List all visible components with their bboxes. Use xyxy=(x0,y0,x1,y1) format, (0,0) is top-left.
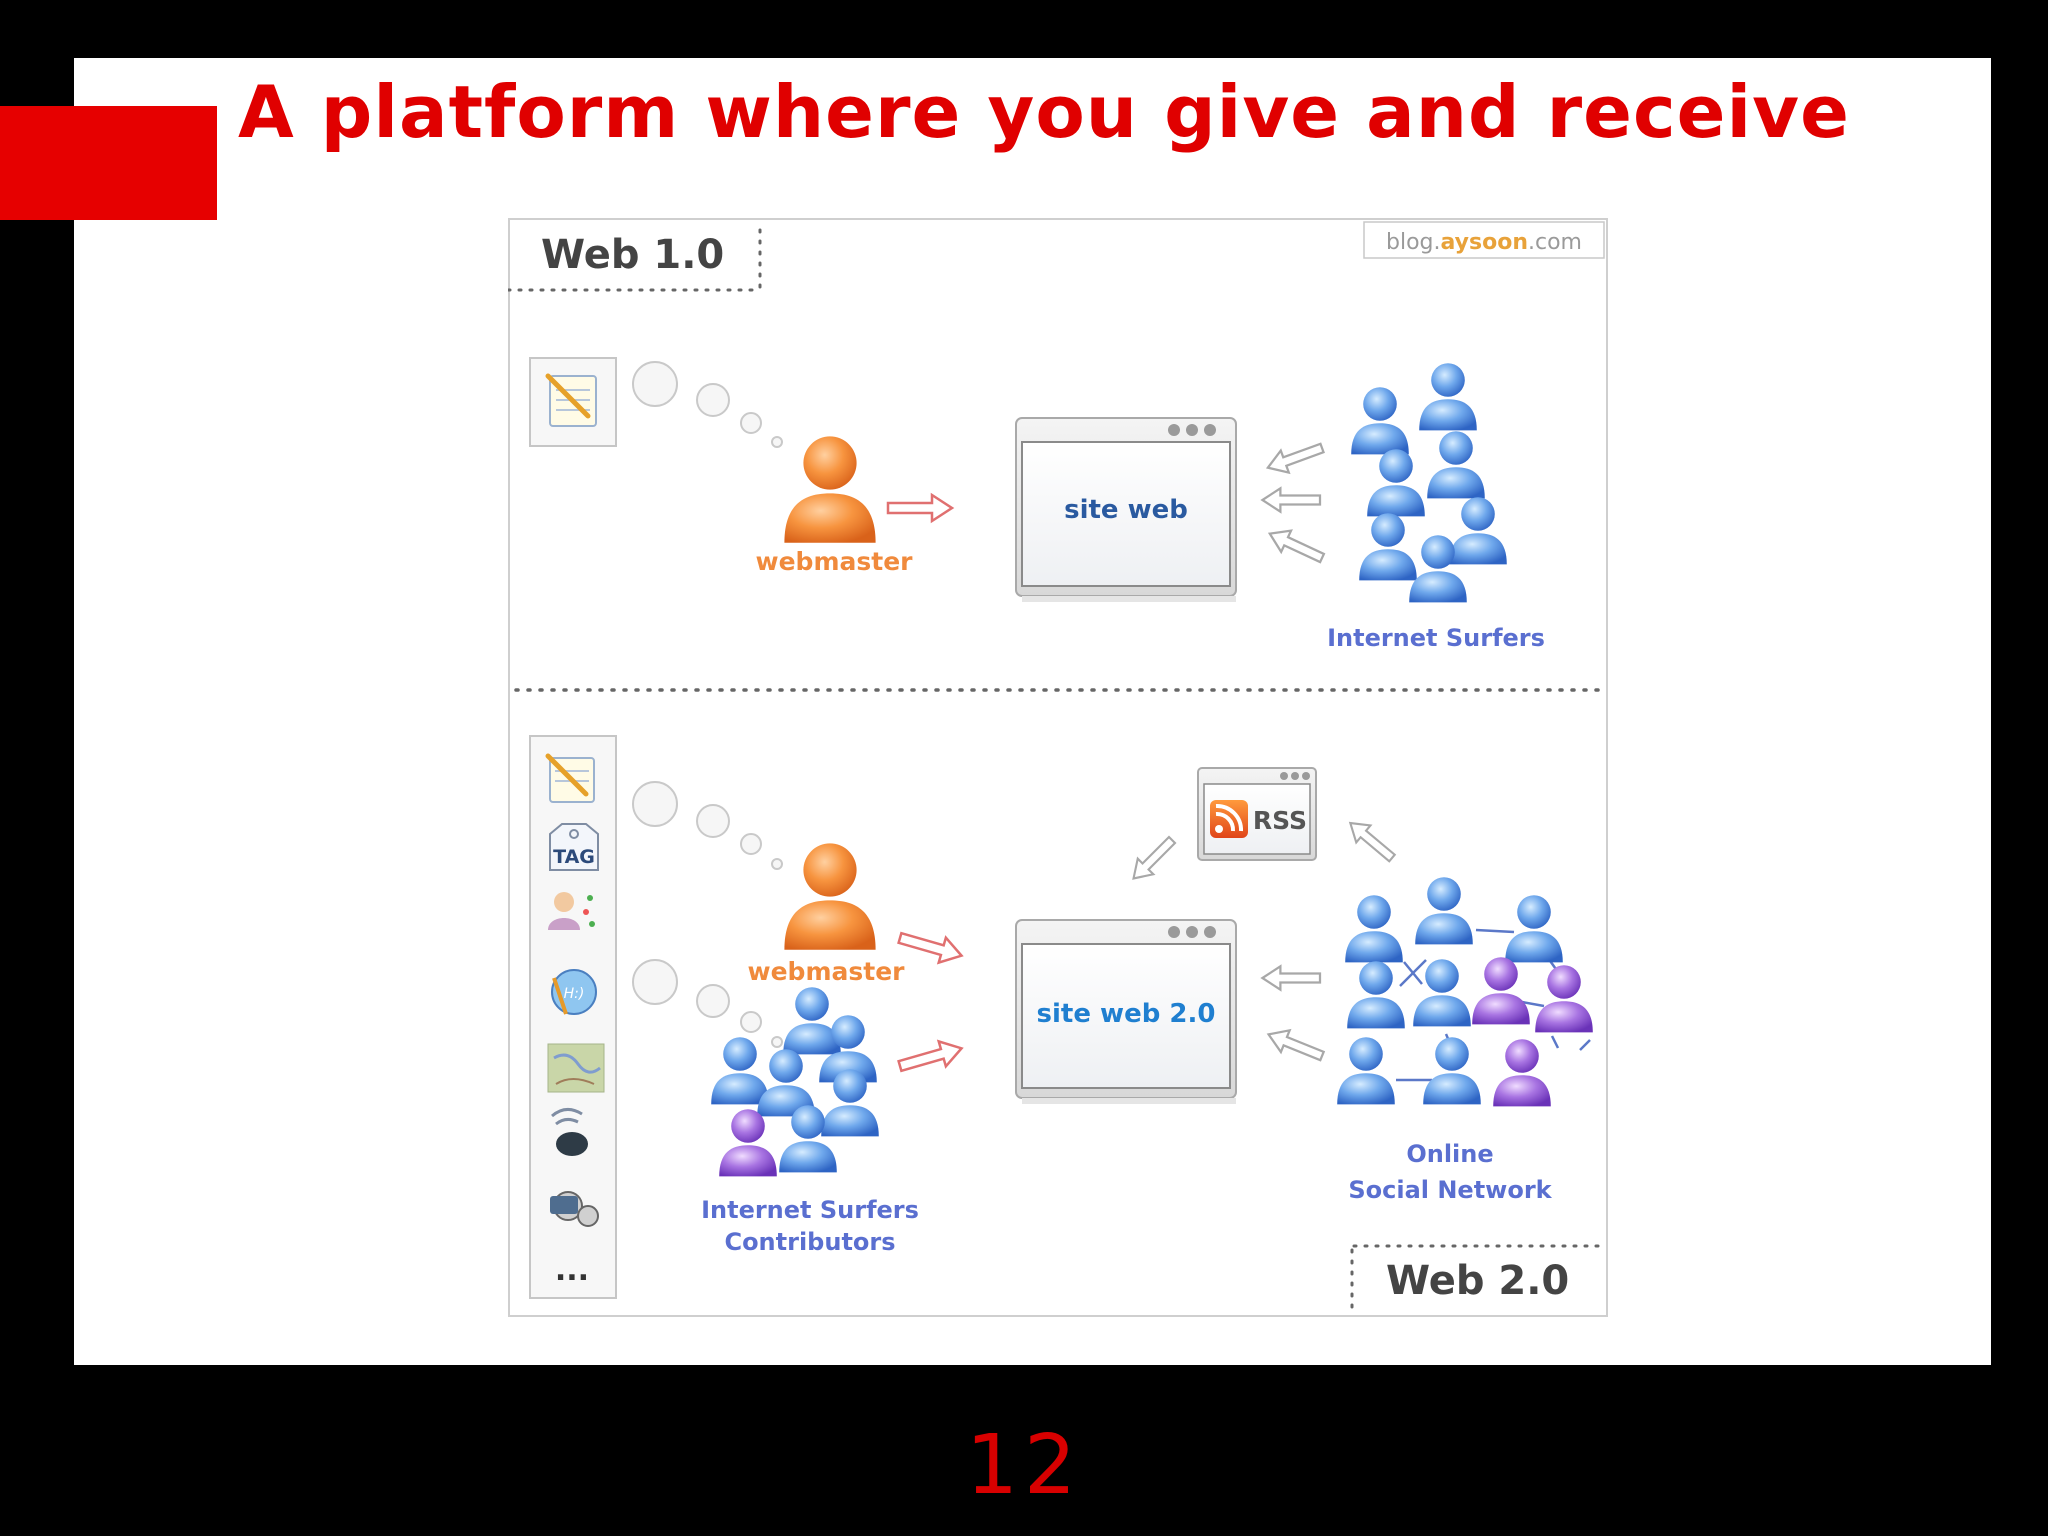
web1-surfers-label: Internet Surfers xyxy=(1327,624,1545,652)
web1-thought-bubbles xyxy=(632,361,783,448)
web2-video-icon xyxy=(550,1191,599,1227)
web2-webmaster-label: webmaster xyxy=(748,957,906,986)
svg-text:blog.aysoon.com: blog.aysoon.com xyxy=(1386,230,1582,255)
page-number: 12 xyxy=(965,1418,1083,1513)
web2-heading: Web 2.0 xyxy=(1386,1258,1569,1304)
web2-site-window: site web 2.0 xyxy=(1015,919,1237,1104)
web2-social-profile-icon xyxy=(548,892,595,930)
web1-site-window: site web xyxy=(1015,417,1237,602)
web1-heading-box: Web 1.0 xyxy=(508,228,762,292)
web1-vs-web2-diagram: blog.aysoon.com Web 1.0 webmaster site w… xyxy=(508,218,1608,1317)
rss-icon xyxy=(1210,800,1248,838)
web2-contributors-label-line2: Contributors xyxy=(724,1228,895,1256)
slide-title: A platform where you give and receive xyxy=(238,70,1850,154)
web2-tag-icon: TAG xyxy=(549,823,599,871)
web2-heading-box: Web 2.0 xyxy=(1350,1244,1608,1314)
web2-thought-bubbles xyxy=(632,781,783,1048)
web2-map-icon xyxy=(547,1043,605,1093)
web2-contributors-label-line1: Internet Surfers xyxy=(701,1196,919,1224)
web2-network-label-line2: Social Network xyxy=(1348,1176,1552,1204)
web2-site-label: site web 2.0 xyxy=(1037,999,1216,1029)
rss-label: RSS xyxy=(1253,806,1307,835)
web2-podcast-icon xyxy=(551,1108,588,1156)
web1-heading: Web 1.0 xyxy=(541,232,724,278)
title-accent-bar xyxy=(0,106,217,220)
web2-notepad-icon xyxy=(545,753,595,803)
diagram-frame xyxy=(508,218,1608,1317)
web2-more-tools: ... xyxy=(555,1253,589,1288)
web1-site-label: site web xyxy=(1064,495,1188,525)
web1-webmaster-label: webmaster xyxy=(756,547,914,576)
web2-network-label-line1: Online xyxy=(1406,1140,1493,1168)
svg-text:TAG: TAG xyxy=(553,846,595,868)
credit-label: blog.aysoon.com xyxy=(1363,221,1605,259)
web2-blog-icon: H:) xyxy=(551,969,597,1015)
svg-text:H:): H:) xyxy=(564,986,585,1002)
web1-notepad-icon xyxy=(529,357,617,447)
